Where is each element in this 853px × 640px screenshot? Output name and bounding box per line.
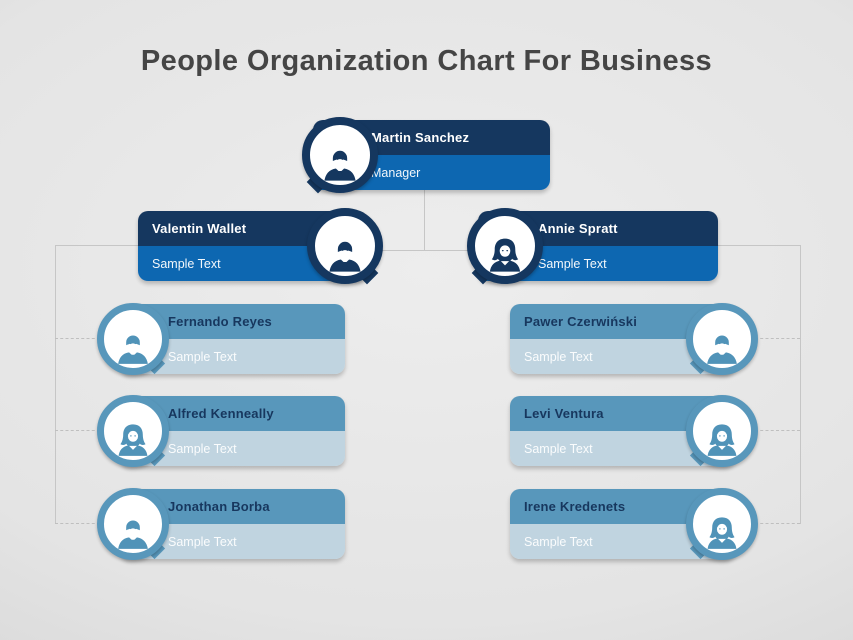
male-person-icon: [318, 143, 362, 187]
connector-left-branch: [55, 245, 145, 246]
female-person-icon: [112, 420, 154, 462]
person-name: Levi Ventura: [524, 406, 604, 421]
org-node-manager-1[interactable]: Valentin Wallet Sample Text: [138, 208, 383, 285]
connector-left-stub-3: [55, 523, 100, 524]
person-role: Sample Text: [168, 349, 237, 364]
org-node-manager-2[interactable]: Annie Spratt Sample Text: [467, 208, 718, 285]
org-node-left-1[interactable]: Fernando Reyes Sample Text: [97, 303, 345, 375]
male-person-icon: [112, 513, 154, 555]
female-person-icon: [483, 234, 527, 278]
connector-right-rail: [800, 245, 801, 524]
org-node-root[interactable]: Martin Sanchez Manager: [302, 117, 550, 194]
avatar: [97, 395, 169, 467]
person-name: Pawer Czerwiński: [524, 314, 638, 329]
person-name: Annie Spratt: [538, 221, 618, 236]
person-name: Irene Kredenets: [524, 499, 626, 514]
person-name: Martin Sanchez: [371, 130, 470, 145]
avatar: [97, 488, 169, 560]
avatar: [97, 303, 169, 375]
person-name: Valentin Wallet: [152, 221, 247, 236]
person-role: Sample Text: [152, 256, 221, 271]
avatar: [307, 208, 383, 284]
female-person-icon: [701, 513, 743, 555]
male-person-icon: [701, 328, 743, 370]
connector-managers-horizontal: [370, 250, 480, 251]
avatar: [467, 208, 543, 284]
person-role: Sample Text: [524, 534, 593, 549]
connector-right-stub-2: [755, 430, 800, 431]
person-name: Alfred Kenneally: [168, 406, 274, 421]
card-name-band: Pawer Czerwiński: [510, 304, 735, 339]
connector-right-stub-3: [755, 523, 800, 524]
avatar: [302, 117, 378, 193]
avatar: [686, 303, 758, 375]
org-node-left-2[interactable]: Alfred Kenneally Sample Text: [97, 395, 345, 467]
org-node-right-1[interactable]: Pawer Czerwiński Sample Text: [510, 303, 758, 375]
female-person-icon: [701, 420, 743, 462]
slide-title[interactable]: People Organization Chart For Business: [140, 45, 713, 77]
person-role: Sample Text: [168, 534, 237, 549]
person-name: Jonathan Borba: [168, 499, 270, 514]
avatar: [686, 395, 758, 467]
person-role: Sample Text: [538, 256, 607, 271]
org-node-right-3[interactable]: Irene Kredenets Sample Text: [510, 488, 758, 560]
connector-root-vertical: [424, 190, 425, 251]
person-role: Sample Text: [168, 441, 237, 456]
connector-left-rail: [55, 245, 56, 524]
connector-right-stub-1: [755, 338, 800, 339]
male-person-icon: [112, 328, 154, 370]
avatar: [686, 488, 758, 560]
person-role: Sample Text: [524, 441, 593, 456]
connector-right-branch: [712, 245, 800, 246]
person-role: Sample Text: [524, 349, 593, 364]
org-node-right-2[interactable]: Levi Ventura Sample Text: [510, 395, 758, 467]
person-role: Manager: [371, 165, 421, 180]
connector-left-stub-1: [55, 338, 100, 339]
person-name: Fernando Reyes: [168, 314, 272, 329]
male-person-icon: [323, 234, 367, 278]
org-node-left-3[interactable]: Jonathan Borba Sample Text: [97, 488, 345, 560]
connector-left-stub-2: [55, 430, 100, 431]
